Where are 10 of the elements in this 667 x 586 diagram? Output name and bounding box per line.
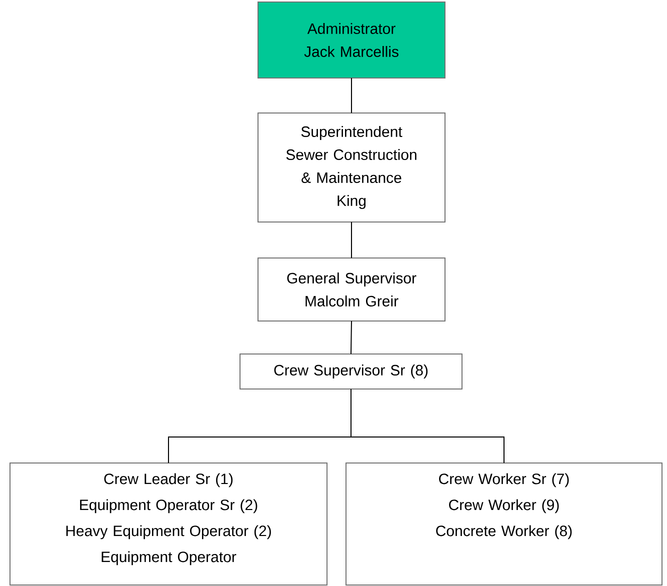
title-box: Administrator Jack Marcellis	[258, 2, 446, 78]
title-box: Superintendent Sewer Construction & Maintenance King	[258, 112, 446, 222]
connector-line	[350, 388, 504, 464]
title-box: Crew Supervisor Sr (8)	[240, 354, 462, 390]
staff-box: Crew Worker Sr (7) Crew Worker (9) Concrete Worker (8)	[346, 462, 662, 586]
title-box: General Supervisor Malcolm Greir	[258, 258, 446, 322]
connector-line	[351, 222, 352, 258]
connector-line	[351, 78, 352, 114]
staff-box: Crew Leader Sr (1) Equipment Operator Sr (2) Heavy Equipment Operator (2) Equipment Operator	[10, 462, 328, 586]
connector-line	[350, 320, 352, 354]
